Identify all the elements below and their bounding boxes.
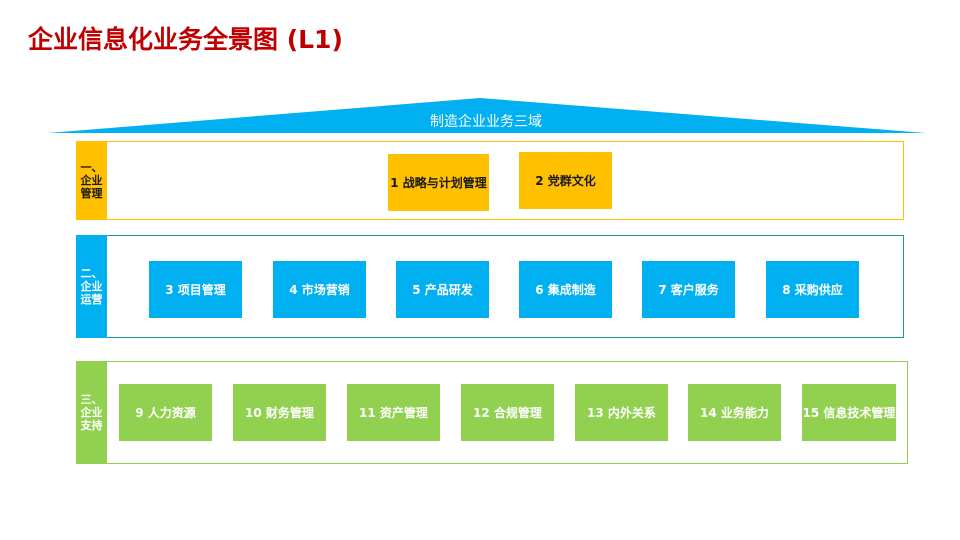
domain-label-support: 三、 企业 支持 [76, 361, 107, 464]
module-marketing[interactable]: 4 市场营销 [273, 261, 366, 318]
domain-label-management: 一、 企业 管理 [76, 141, 107, 220]
domain-label-line: 支持 [80, 419, 103, 432]
module-procurement[interactable]: 8 采购供应 [766, 261, 859, 318]
domain-label-line: 企业 [80, 406, 103, 419]
module-finance[interactable]: 10 财务管理 [233, 384, 326, 441]
module-product-rd[interactable]: 5 产品研发 [396, 261, 489, 318]
module-business-capability[interactable]: 14 业务能力 [688, 384, 781, 441]
domain-label-line: 企业 [80, 280, 103, 293]
roof-banner [48, 98, 926, 133]
module-party-culture[interactable]: 2 党群文化 [519, 152, 612, 209]
module-relations[interactable]: 13 内外关系 [575, 384, 668, 441]
domain-label-line: 一、 [80, 161, 103, 174]
domain-label-line: 企业 [80, 174, 103, 187]
module-strategy-planning[interactable]: 1 战略与计划管理 [388, 154, 489, 211]
domain-label-line: 管理 [80, 187, 103, 200]
module-integrated-manufacturing[interactable]: 6 集成制造 [519, 261, 612, 318]
module-customer-service[interactable]: 7 客户服务 [642, 261, 735, 318]
domain-label-line: 运营 [80, 293, 103, 306]
module-asset-management[interactable]: 11 资产管理 [347, 384, 440, 441]
domain-label-operation: 二、 企业 运营 [76, 235, 107, 338]
module-compliance[interactable]: 12 合规管理 [461, 384, 554, 441]
domain-label-line: 三、 [80, 393, 103, 406]
page-title: 企业信息化业务全景图 (L1) [28, 25, 343, 54]
roof-label: 制造企业业务三域 [430, 114, 542, 130]
domain-label-line: 二、 [80, 267, 103, 280]
module-project-management[interactable]: 3 项目管理 [149, 261, 242, 318]
module-human-resources[interactable]: 9 人力资源 [119, 384, 212, 441]
domain-band-management [76, 141, 904, 220]
module-it-management[interactable]: 15 信息技术管理 [802, 384, 896, 441]
